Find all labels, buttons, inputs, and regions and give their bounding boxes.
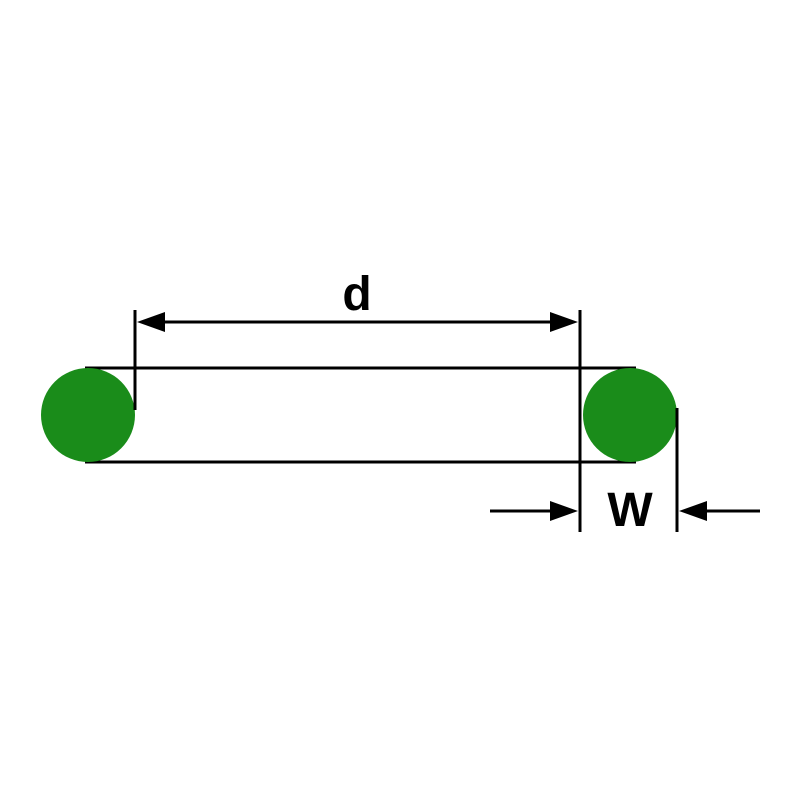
right-cross-section-circle: [583, 368, 677, 462]
w-left-arrowhead-icon: [550, 501, 578, 521]
d-right-arrowhead-icon: [550, 312, 578, 332]
w-right-arrowhead-icon: [679, 501, 707, 521]
cross-section-width-label: W: [607, 484, 653, 537]
inner-diameter-label: d: [342, 268, 371, 321]
left-cross-section-circle: [41, 368, 135, 462]
d-left-arrowhead-icon: [137, 312, 165, 332]
